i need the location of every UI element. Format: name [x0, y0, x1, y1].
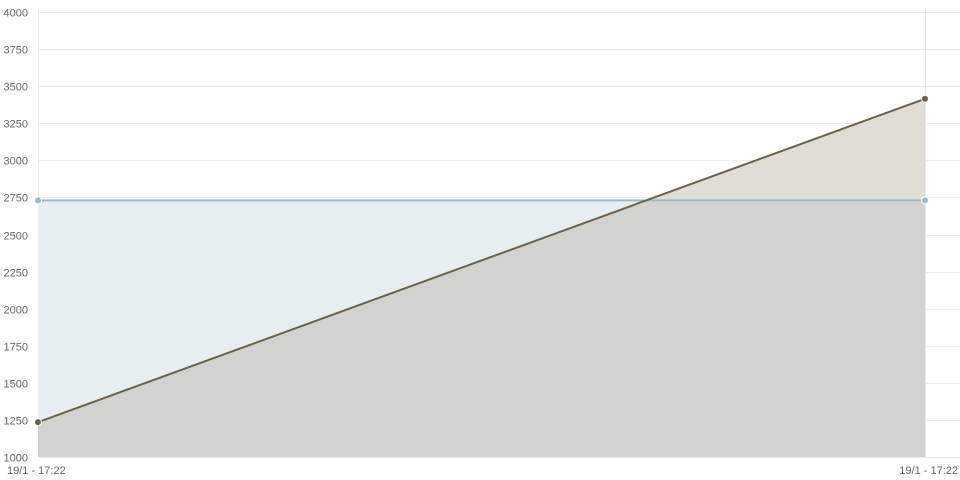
y-tick-label: 1000	[4, 453, 28, 465]
x-tick-label: 19/1 - 17:22	[7, 465, 66, 477]
series-areas	[38, 98, 925, 458]
y-tick-label: 2250	[4, 268, 28, 280]
y-tick-label: 2500	[4, 231, 28, 243]
series-overlap-area	[38, 200, 925, 457]
series-1-point	[34, 196, 42, 205]
y-tick-label: 2000	[4, 305, 28, 317]
y-tick-label: 3750	[4, 45, 28, 57]
y-tick-label: 3250	[4, 119, 28, 131]
y-tick-label: 1750	[4, 342, 28, 354]
series-2-line	[37, 97, 926, 424]
y-tick-label: 1250	[4, 416, 28, 428]
y-tick-label: 1500	[4, 379, 28, 391]
data-points	[34, 94, 929, 427]
x-tick-label: 19/1 - 17:22	[899, 465, 958, 477]
y-tick-label: 3000	[4, 156, 28, 168]
y-tick-label: 3500	[4, 82, 28, 94]
series-2-point	[34, 418, 42, 427]
x-axis-ticks: 19/1 - 17:22 19/1 - 17:22	[7, 465, 958, 477]
series-lines	[37, 97, 926, 424]
series-1-point	[921, 196, 929, 205]
y-tick-label: 4000	[4, 8, 28, 20]
series-2-point	[921, 94, 929, 103]
y-axis-ticks: 1000 1250 1500 1750 2000 2250 2500 2750 3000 3250…	[4, 8, 28, 465]
y-tick-label: 2750	[4, 193, 28, 205]
